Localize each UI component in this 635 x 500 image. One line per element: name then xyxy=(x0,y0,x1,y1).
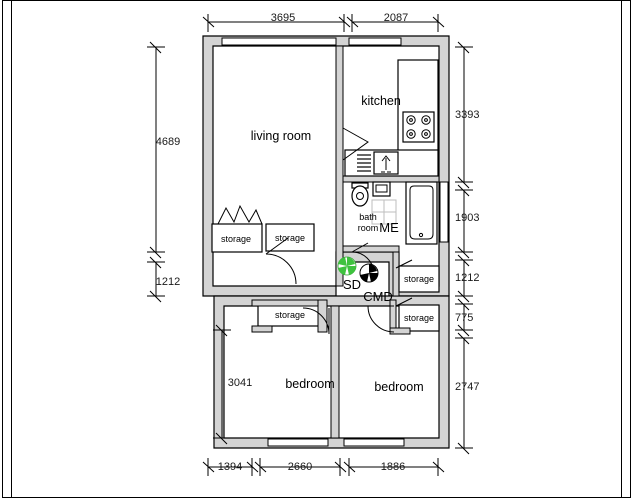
storage-label-2: storage xyxy=(275,233,305,243)
dim-right-1: 3393 xyxy=(455,109,479,121)
door-swings xyxy=(265,127,413,335)
dim-right-4: 775 xyxy=(455,312,473,324)
storage-closets xyxy=(211,204,440,335)
room-label-bath-room: room xyxy=(358,223,379,233)
storage-label-5: storage xyxy=(275,310,305,320)
hob-burners-icon xyxy=(406,115,431,139)
dim-top-2: 2087 xyxy=(384,12,408,24)
wall-structure xyxy=(202,35,450,449)
dim-left-2: 1212 xyxy=(156,276,180,288)
windows xyxy=(221,37,449,447)
device-label-cmd: CMD xyxy=(363,289,393,304)
dim-top-1: 3695 xyxy=(271,12,295,24)
carbon-monoxide-detector-icon xyxy=(359,263,379,283)
room-label-bath: bath xyxy=(359,212,377,222)
dim-bottom-1: 1394 xyxy=(218,461,242,473)
dim-right-3: 1212 xyxy=(455,272,479,284)
dimension-lines xyxy=(147,14,473,476)
device-label-sd: SD xyxy=(343,277,361,292)
sink-drainer-icon xyxy=(357,154,371,172)
bathroom-fixtures xyxy=(351,181,438,245)
room-label-bedroom-right: bedroom xyxy=(374,380,423,394)
sink-icon xyxy=(372,181,391,197)
smoke-detector-icon xyxy=(337,256,357,276)
room-label-bedroom-left: bedroom xyxy=(285,377,334,391)
page-inner-border xyxy=(11,0,622,498)
room-label-living-room: living room xyxy=(251,129,311,143)
kitchen-fixtures xyxy=(344,59,439,177)
dim-interior-1: 3041 xyxy=(228,377,252,389)
storage-label-4: storage xyxy=(404,313,434,323)
device-label-me: ME xyxy=(379,220,399,235)
dim-right-5: 2747 xyxy=(455,381,479,393)
toilet-icon xyxy=(351,182,369,207)
storage-label-3: storage xyxy=(404,274,434,284)
dim-right-2: 1903 xyxy=(455,212,479,224)
shower-tray-icon xyxy=(371,199,397,225)
room-label-kitchen: kitchen xyxy=(361,94,401,108)
dim-left-1: 4689 xyxy=(156,136,180,148)
storage-label-1: storage xyxy=(221,234,251,244)
dim-bottom-3: 1886 xyxy=(381,461,405,473)
dim-bottom-2: 2660 xyxy=(288,461,312,473)
bathtub-icon xyxy=(405,181,438,245)
